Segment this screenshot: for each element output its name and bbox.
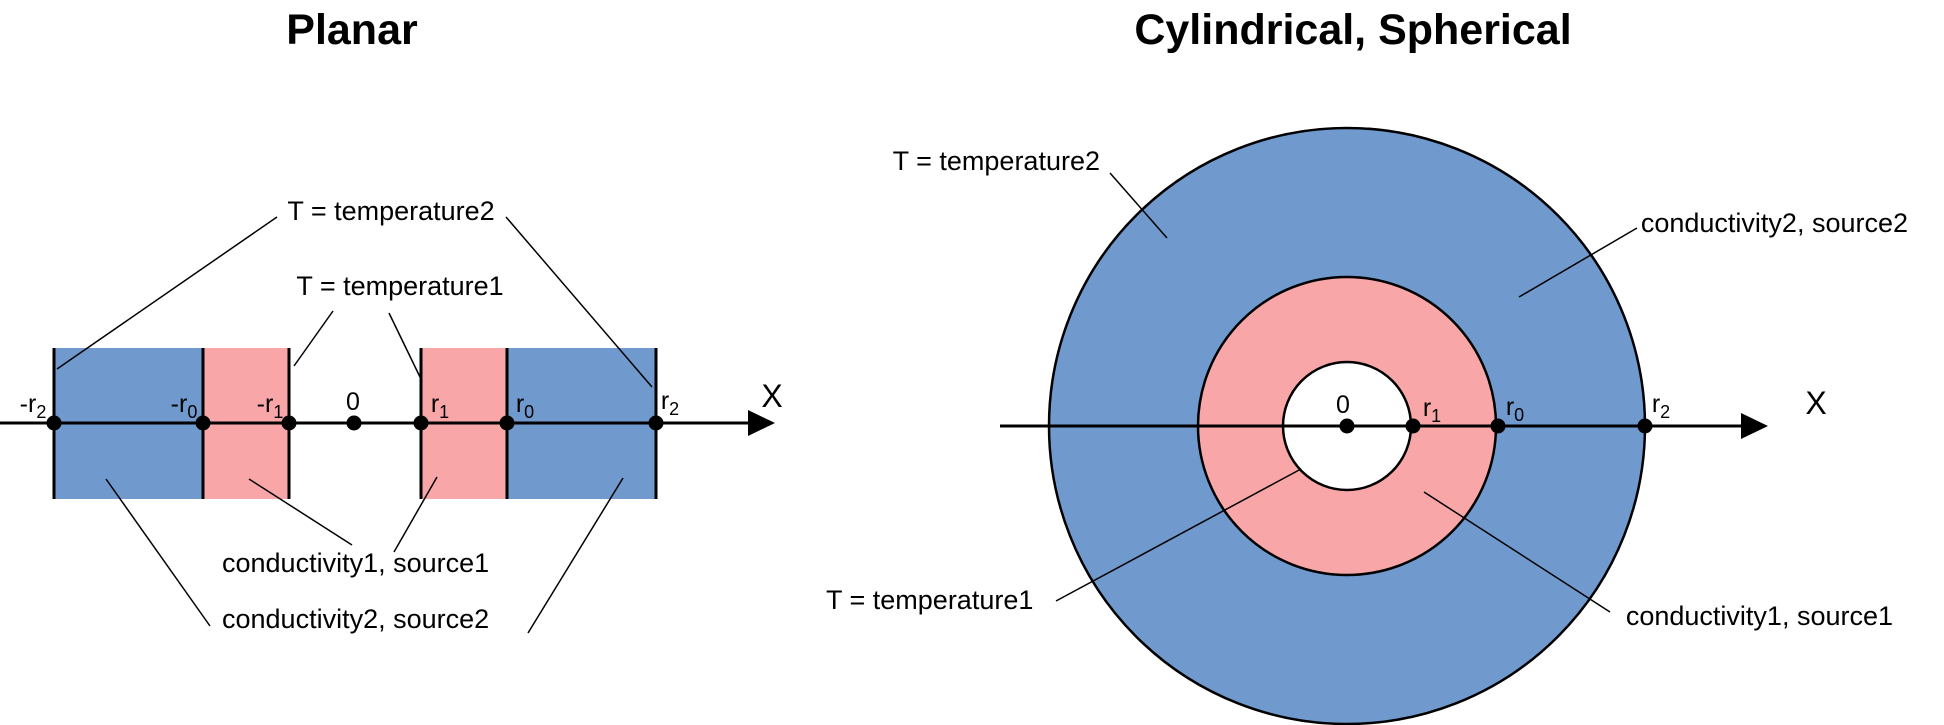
radial-x-axis-arrowhead	[1741, 413, 1768, 439]
leader-radial-temperature1	[1055, 468, 1302, 602]
tick-dot-neg-r2	[46, 415, 62, 431]
tick-dot-r0	[499, 415, 515, 431]
radial-temperature2-label: T = temperature2	[893, 146, 1100, 176]
planar-temperature2-label: T = temperature2	[287, 196, 494, 226]
leader-temperature2-left	[56, 216, 278, 370]
planar-title: Planar	[286, 6, 418, 54]
radial-temperature1-label: T = temperature1	[826, 585, 1033, 615]
leader-temperature1-right	[388, 312, 421, 378]
planar-x-axis-arrowhead	[748, 410, 775, 436]
leader-conductivity2-left	[105, 478, 211, 627]
leader-temperature2-right	[505, 216, 653, 388]
leader-temperature1-left	[293, 310, 334, 367]
tick-dot-neg-r0	[195, 415, 211, 431]
planar-temperature1-label: T = temperature1	[296, 271, 503, 301]
radial-label-r1: r1	[1423, 394, 1441, 426]
tick-label-neg-r2: -r2	[20, 390, 47, 422]
tick-label-neg-r1: -r1	[257, 390, 284, 422]
planar-conductivity1-label: conductivity1, source1	[222, 548, 489, 578]
leader-conductivity2-right	[527, 477, 624, 634]
leader-radial-conductivity2	[1518, 227, 1638, 298]
planar-diagram: Planar -r2 -r0 -r1 0 r1 r0 r2 X	[0, 6, 783, 634]
radial-dot-r0	[1490, 418, 1506, 434]
cylindrical-spherical-title: Cylindrical, Spherical	[1134, 6, 1571, 54]
tick-dot-origin	[346, 415, 362, 431]
radial-dot-r1	[1405, 418, 1421, 434]
radial-x-axis-label: X	[1805, 385, 1826, 421]
radial-conductivity2-label: conductivity2, source2	[1641, 208, 1908, 238]
cylindrical-spherical-diagram: Cylindrical, Spherical 0 r1 r0 r2 X T = …	[826, 6, 1908, 725]
leader-radial-conductivity1	[1423, 491, 1611, 613]
tick-label-origin: 0	[346, 388, 360, 416]
tick-label-r2: r2	[661, 387, 679, 419]
tick-dot-neg-r1	[281, 415, 297, 431]
tick-label-r1: r1	[431, 390, 449, 422]
radial-dot-r2	[1637, 418, 1653, 434]
planar-conductivity2-label: conductivity2, source2	[222, 604, 489, 634]
radial-label-origin: 0	[1336, 391, 1350, 419]
radial-label-r2: r2	[1652, 390, 1670, 422]
tick-label-neg-r0: -r0	[171, 390, 198, 422]
leader-radial-temperature2	[1109, 172, 1168, 239]
tick-dot-r1	[413, 415, 429, 431]
radial-label-r0: r0	[1506, 393, 1524, 425]
radial-dot-origin	[1339, 418, 1355, 434]
leader-conductivity1-left	[248, 478, 353, 546]
leader-conductivity1-right	[393, 476, 438, 553]
tick-dot-r2	[648, 415, 664, 431]
planar-x-axis-label: X	[761, 378, 782, 414]
radial-conductivity1-label: conductivity1, source1	[1626, 601, 1893, 631]
tick-label-r0: r0	[516, 390, 534, 422]
